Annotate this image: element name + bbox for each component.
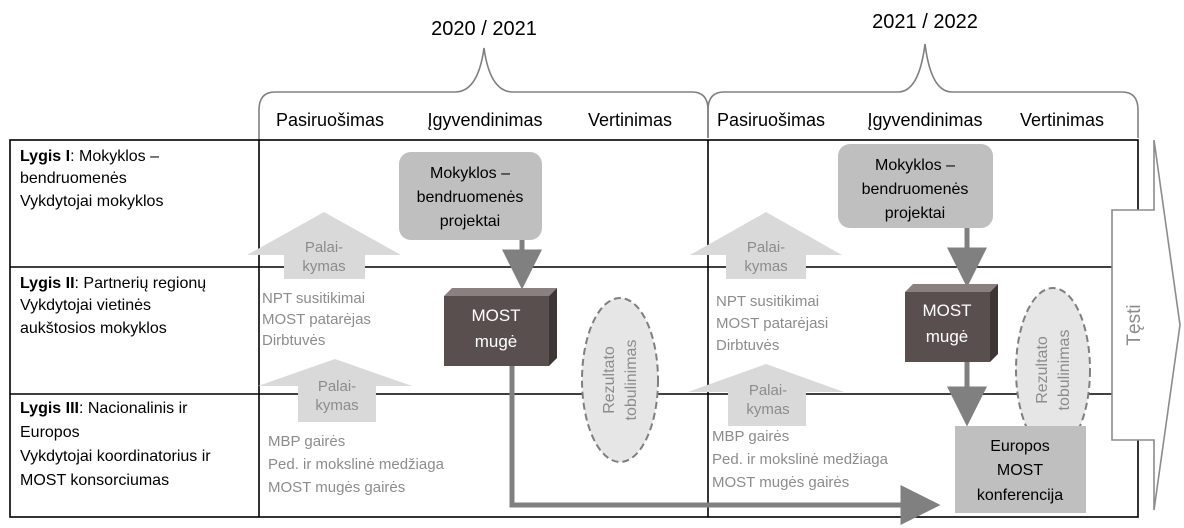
european-conference-box-line: Europos (990, 438, 1050, 455)
level-3-support-list: MBP gairės Ped. ir mokslinė medžiaga MOS… (268, 428, 889, 496)
support-arrow-label: Palai- (305, 239, 343, 256)
european-conference-box-line: konferencija (977, 487, 1063, 504)
level-1-title: Lygis I (20, 148, 70, 165)
level-2-support-list: NPT susitikimai MOST patarėjas Dirbtuvės… (262, 290, 828, 354)
most-fair-box-line: mugė (926, 327, 969, 346)
school-projects-box-line: Mokyklos – (875, 157, 955, 174)
support-arrow-label: Palai- (749, 382, 787, 399)
continue-arrow: Tęsti (1111, 139, 1181, 511)
school-projects-box-line: projektai (885, 205, 945, 222)
level-2-label: Lygis II: Partnerių regionų (20, 275, 206, 292)
level-3-desc-line: Vykdytojai koordinatorius ir (20, 448, 211, 465)
support-item: MOST patarėjas (262, 311, 371, 328)
support-arrow-label: kymas (302, 258, 345, 275)
flow-arrows (502, 227, 987, 525)
support-arrow: Palai- kymas (247, 212, 401, 279)
phase-implementation-2: Įgyvendinimas (867, 110, 982, 130)
level-3-title: Lygis III (20, 400, 79, 417)
phase-evaluation-2: Vertinimas (1020, 110, 1104, 130)
school-projects-box: Mokyklos – bendruomenės projektai (399, 152, 542, 240)
support-item: Dirbtuvės (716, 337, 779, 354)
period-brace-2 (707, 43, 1139, 138)
most-fair-box: MOST mugė (905, 284, 998, 362)
school-projects-box-line: bendruomenės (862, 181, 969, 198)
result-improvement-label: tobulinimas (623, 340, 640, 421)
level-1-desc-line: Vykdytojai mokyklos (20, 193, 163, 210)
support-item: MOST mugės gairės (712, 474, 849, 491)
school-projects-box-line: bendruomenės (417, 189, 524, 206)
most-fair-box: MOST mugė (444, 288, 557, 366)
support-item: Ped. ir mokslinė medžiaga (268, 456, 445, 473)
support-item: MBP gairės (268, 433, 345, 450)
level-1-desc-line: : Mokyklos – (70, 148, 159, 165)
european-conference-box: Europos MOST konferencija (955, 426, 1086, 513)
european-conference-box-line: MOST (997, 462, 1043, 479)
support-item: Ped. ir mokslinė medžiaga (712, 451, 889, 468)
support-arrow-label: Palai- (318, 378, 356, 395)
support-arrow-label: Palai- (747, 239, 785, 256)
period-brace-1 (258, 47, 709, 140)
support-arrow-label: kymas (746, 401, 789, 418)
support-arrow-label: kymas (744, 258, 787, 275)
most-fair-box-line: mugė (475, 332, 518, 351)
support-item: Dirbtuvės (262, 332, 325, 349)
support-item: NPT susitikimai (716, 293, 819, 310)
result-improvement-label: tobulinimas (1056, 330, 1073, 411)
flow-arrow-fair-to-conference (509, 365, 941, 525)
most-fair-box-line: MOST (471, 306, 520, 325)
school-projects-box-line: projektai (440, 213, 500, 230)
level-1-desc-line: bendruomenės (20, 170, 127, 187)
phase-preparation-1: Pasiruošimas (276, 110, 384, 130)
result-improvement-ellipse: Rezultato tobulinimas (581, 297, 659, 463)
continue-label: Tęsti (1124, 304, 1145, 345)
school-projects-box-line: Mokyklos – (430, 165, 510, 182)
level-2-desc-line: Vykdytojai vietinės (20, 297, 151, 314)
support-arrow: Palai- kymas (688, 364, 844, 426)
support-item: MBP gairės (712, 428, 789, 445)
level-2-desc-line: : Partnerių regionų (75, 275, 207, 292)
phase-preparation-2: Pasiruošimas (717, 110, 825, 130)
level-2-title: Lygis II (20, 275, 75, 292)
phase-implementation-1: Įgyvendinimas (427, 110, 542, 130)
result-improvement-ellipse: Rezultato tobulinimas (1015, 287, 1091, 453)
level-2-desc-line: aukštosios mokyklos (20, 320, 167, 337)
result-improvement-label: Rezultato (1034, 336, 1051, 404)
support-arrow-label: kymas (315, 397, 358, 414)
most-fair-box-line: MOST (922, 301, 971, 320)
school-projects-box: Mokyklos – bendruomenės projektai (838, 144, 993, 228)
period-label-1: 2020 / 2021 (431, 18, 537, 40)
period-label-2: 2021 / 2022 (872, 11, 978, 33)
support-arrow: Palai- kymas (690, 212, 842, 279)
level-3-desc-line: Europos (20, 424, 80, 441)
support-arrow: Palai- kymas (258, 359, 412, 422)
level-1-label: Lygis I: Mokyklos – (20, 148, 159, 165)
result-improvement-label: Rezultato (601, 346, 618, 414)
support-item: MOST patarėjasi (716, 315, 828, 332)
phase-evaluation-1: Vertinimas (588, 110, 672, 130)
level-3-label: Lygis III: Nacionalinis ir (20, 400, 188, 417)
support-item: NPT susitikimai (262, 290, 365, 307)
level-3-desc-line: : Nacionalinis ir (79, 400, 188, 417)
level-3-desc-line: MOST konsorciumas (20, 472, 169, 489)
support-item: MOST mugės gairės (268, 479, 405, 496)
